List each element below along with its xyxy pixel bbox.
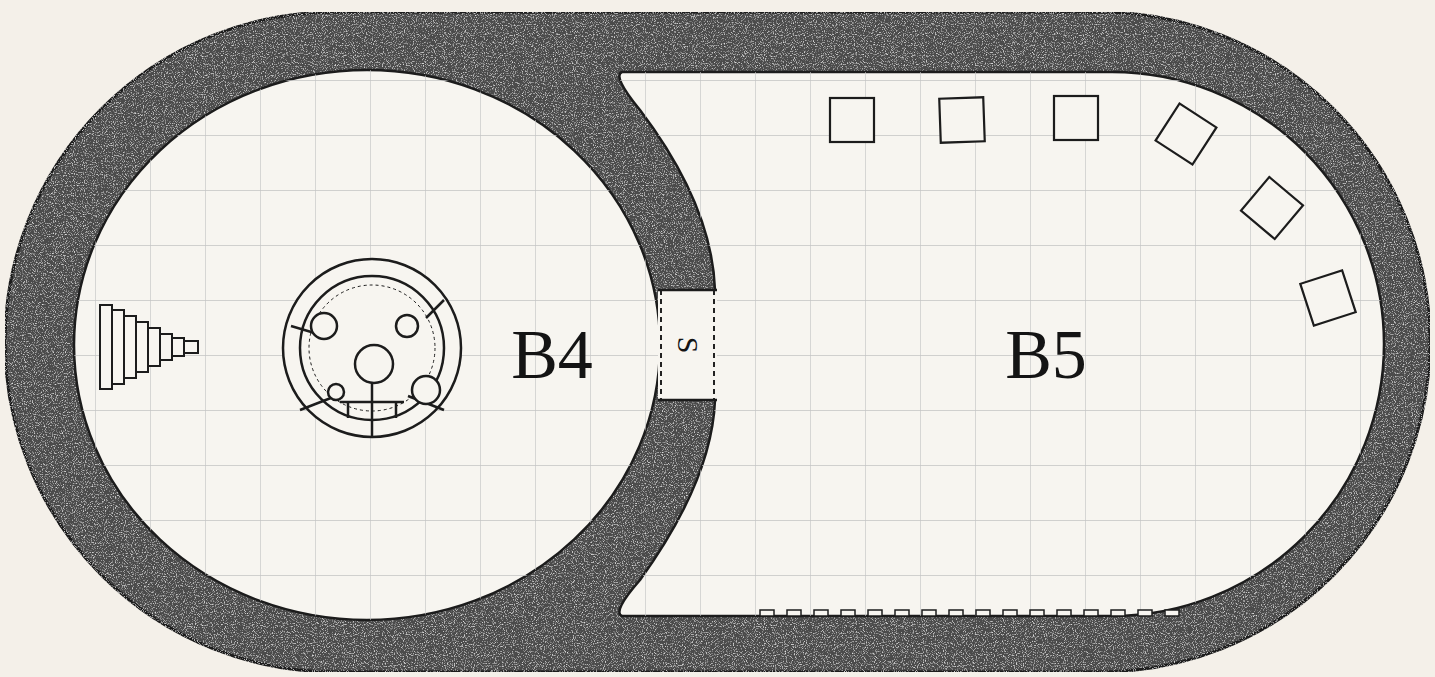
bench-block [1003, 610, 1017, 616]
crate [830, 98, 874, 142]
room-number: B5 [1005, 320, 1087, 390]
stair-step [100, 305, 112, 389]
crate [1156, 104, 1217, 165]
crate [939, 97, 985, 143]
bench-block [841, 610, 855, 616]
stair-step [148, 328, 160, 366]
bench-block [1084, 610, 1098, 616]
stair-step [136, 322, 148, 372]
floor-grid [74, 70, 660, 620]
room-floor [619, 72, 1384, 616]
secret-door [658, 290, 717, 400]
bench-block [814, 610, 828, 616]
crates [830, 96, 1356, 326]
secret-door [660, 290, 662, 400]
secret-door [713, 290, 715, 400]
bench-block [949, 610, 963, 616]
wall-edge [658, 289, 717, 292]
bench-block [760, 610, 774, 616]
stair-step [172, 338, 184, 356]
bench-block [1030, 610, 1044, 616]
secret-door-mark: S [673, 337, 703, 354]
bench-block [976, 610, 990, 616]
stair-step [112, 310, 124, 384]
rock-wall [5, 12, 1430, 672]
bench-block [1111, 610, 1125, 616]
wall-edge [658, 399, 717, 402]
stair-step [124, 316, 136, 378]
bench-block [787, 610, 801, 616]
bench-block [1165, 610, 1179, 616]
room-number: B4 [511, 320, 593, 390]
stair-step [160, 334, 172, 360]
bench-block [1057, 610, 1071, 616]
bench-block [922, 610, 936, 616]
stairs [100, 305, 198, 389]
stair-step [184, 341, 198, 353]
crate [1300, 270, 1355, 325]
ritual-circle [283, 259, 461, 437]
bench-block [1138, 610, 1152, 616]
bench-row [760, 610, 1179, 616]
room-floor [74, 70, 660, 620]
floor-grid [619, 72, 1384, 616]
bench-block [868, 610, 882, 616]
crate [1054, 96, 1098, 140]
crate [1241, 177, 1303, 239]
bench-block [895, 610, 909, 616]
